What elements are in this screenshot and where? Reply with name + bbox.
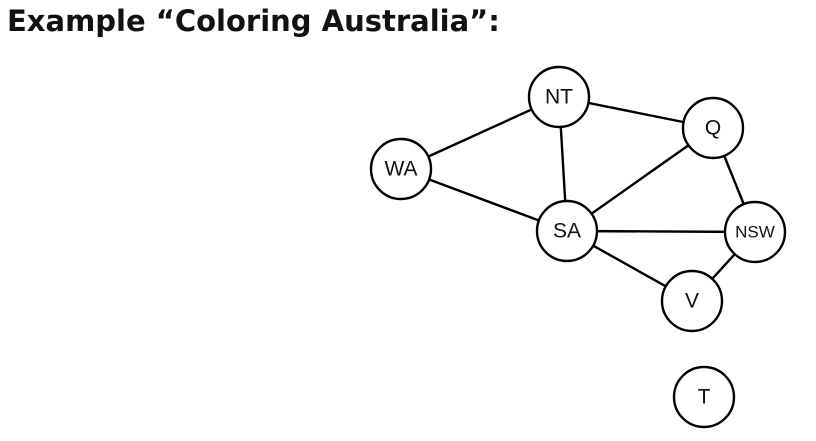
node-label-v: V	[685, 290, 699, 313]
node-label-t: T	[698, 386, 711, 409]
node-v: V	[660, 269, 724, 333]
node-label-q: Q	[705, 117, 721, 140]
node-t: T	[672, 365, 736, 429]
node-circle-nt	[527, 65, 591, 129]
node-circle-nsw	[723, 200, 787, 264]
node-circle-v	[660, 269, 724, 333]
node-nsw: NSW	[723, 200, 787, 264]
node-circle-wa	[369, 137, 433, 201]
node-sa: SA	[535, 199, 599, 263]
node-label-nsw: NSW	[735, 223, 775, 242]
node-q: Q	[681, 96, 745, 160]
node-nt: NT	[527, 65, 591, 129]
node-label-nt: NT	[545, 86, 573, 109]
slide-title: Example “Coloring Australia”:	[7, 4, 500, 38]
graph-nodes: NT Q WA SA NSW V T	[369, 65, 787, 429]
node-wa: WA	[369, 137, 433, 201]
edge-sa-nsw	[566, 229, 756, 234]
node-label-sa: SA	[553, 220, 581, 243]
node-label-wa: WA	[384, 158, 417, 181]
node-circle-q	[681, 96, 745, 160]
node-circle-t	[672, 365, 736, 429]
node-circle-sa	[535, 199, 599, 263]
